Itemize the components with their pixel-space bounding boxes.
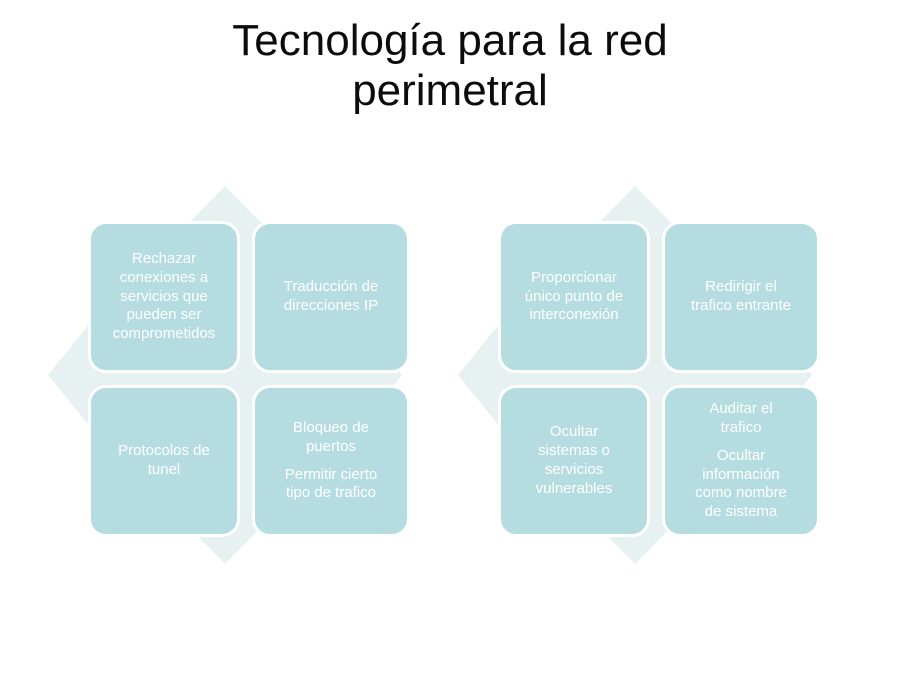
diagram-node-protocolos-de-tunel[interactable]: Protocolos de tunel — [88, 385, 240, 537]
node-grid: Proporcionar único punto de interconexió… — [450, 178, 820, 578]
node-paragraph: Traducción de direcciones IP — [283, 278, 379, 314]
node-paragraph: Proporcionar único punto de interconexió… — [524, 268, 624, 324]
node-paragraph: Redirigir el trafico entrante — [690, 278, 792, 314]
node-paragraph: Bloqueo de puertos — [293, 418, 369, 455]
node-paragraph: Ocultar información como nombre de siste… — [695, 446, 787, 521]
diagram-node-redirigir-trafico-entrante[interactable]: Redirigir el trafico entrante — [662, 221, 820, 373]
diagram-cluster-perimeter-network-capabilities: Proporcionar único punto de interconexió… — [450, 178, 820, 578]
diagram-cluster-firewall-capabilities: Rechazar conexiones a servicios que pued… — [40, 178, 410, 578]
node-paragraph: Protocolos de tunel — [118, 442, 210, 478]
diagram-node-traduccion-direcciones-ip[interactable]: Traducción de direcciones IP — [252, 221, 410, 373]
diagram-node-ocultar-sistemas-vulnerables[interactable]: Ocultar sistemas o servicios vulnerables — [498, 385, 650, 537]
page-title: Tecnología para la red perimetral — [232, 16, 668, 116]
node-paragraph: Rechazar conexiones a servicios que pued… — [112, 249, 216, 343]
four-way-arrow-icon — [450, 178, 820, 578]
diagram-node-auditar-el-trafico[interactable]: Auditar el trafico Ocultar información c… — [662, 385, 820, 537]
node-paragraph: Ocultar sistemas o servicios vulnerables — [535, 423, 613, 497]
node-paragraph: Auditar el trafico — [709, 399, 773, 436]
four-way-arrow-icon — [40, 178, 410, 578]
diagram-node-bloqueo-de-puertos[interactable]: Bloqueo de puertos Permitir cierto tipo … — [252, 385, 410, 537]
node-grid: Rechazar conexiones a servicios que pued… — [40, 178, 410, 578]
diagram-node-rechazar-conexiones[interactable]: Rechazar conexiones a servicios que pued… — [88, 221, 240, 373]
node-paragraph: Permitir cierto tipo de trafico — [284, 465, 378, 502]
diagram-node-proporcionar-unico-punto[interactable]: Proporcionar único punto de interconexió… — [498, 221, 650, 373]
